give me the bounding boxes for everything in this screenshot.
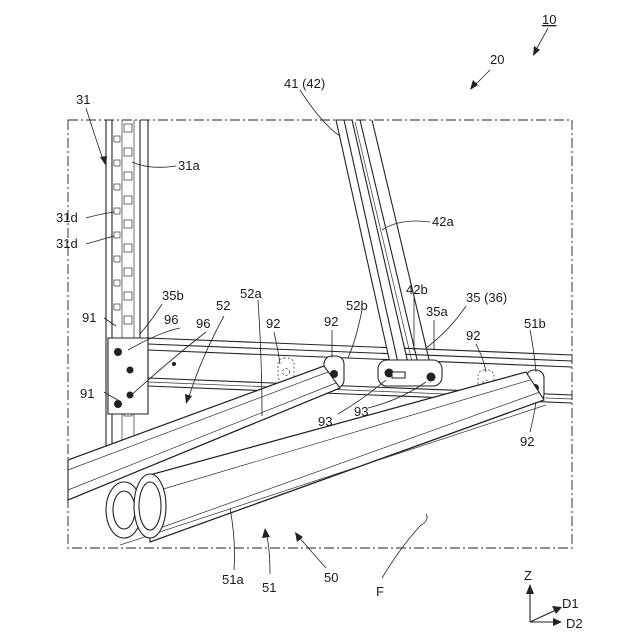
tube-end-caps [106,474,166,538]
label-51b: 51b [524,316,546,331]
label-35b: 35b [162,288,184,303]
label-51: 51 [262,580,276,595]
label-92-2: 92 [324,314,338,329]
bolt-96-lower [114,400,122,408]
label-93-1: 93 [318,414,332,429]
label-31: 31 [76,92,90,107]
label-92-3: 92 [466,328,480,343]
label-52b: 52b [346,298,368,313]
connector-plate [378,360,442,386]
label-42b: 42b [406,282,428,297]
label-96-1: 96 [164,312,178,327]
label-93-2: 93 [354,404,368,419]
axis-label-d2: D2 [566,616,583,631]
label-20: 20 [490,52,504,67]
label-31d-2: 31d [56,236,78,251]
label-fig-ref: 10 [542,12,556,27]
axis-label-d1: D1 [562,596,579,611]
axis-indicator [526,584,562,626]
tube-51 [120,372,546,545]
label-50: 50 [324,570,338,585]
bracket-35b [108,338,176,414]
brace-41 [336,120,432,372]
label-52: 52 [216,298,230,313]
label-92-4: 92 [520,434,534,449]
label-35: 35 (36) [466,290,507,305]
label-31a: 31a [178,158,200,173]
bolt-96-upper [114,348,122,356]
label-91-1: 91 [82,310,96,325]
label-96-2: 96 [196,316,210,331]
label-42a: 42a [432,214,454,229]
label-52a: 52a [240,286,262,301]
label-31d-1: 31d [56,210,78,225]
label-F: F [376,584,384,599]
label-51a: 51a [222,572,244,587]
label-35a: 35a [426,304,448,319]
label-92-1: 92 [266,316,280,331]
label-41: 41 (42) [284,76,325,91]
axis-label-z: Z [524,568,532,583]
label-91-2: 91 [80,386,94,401]
